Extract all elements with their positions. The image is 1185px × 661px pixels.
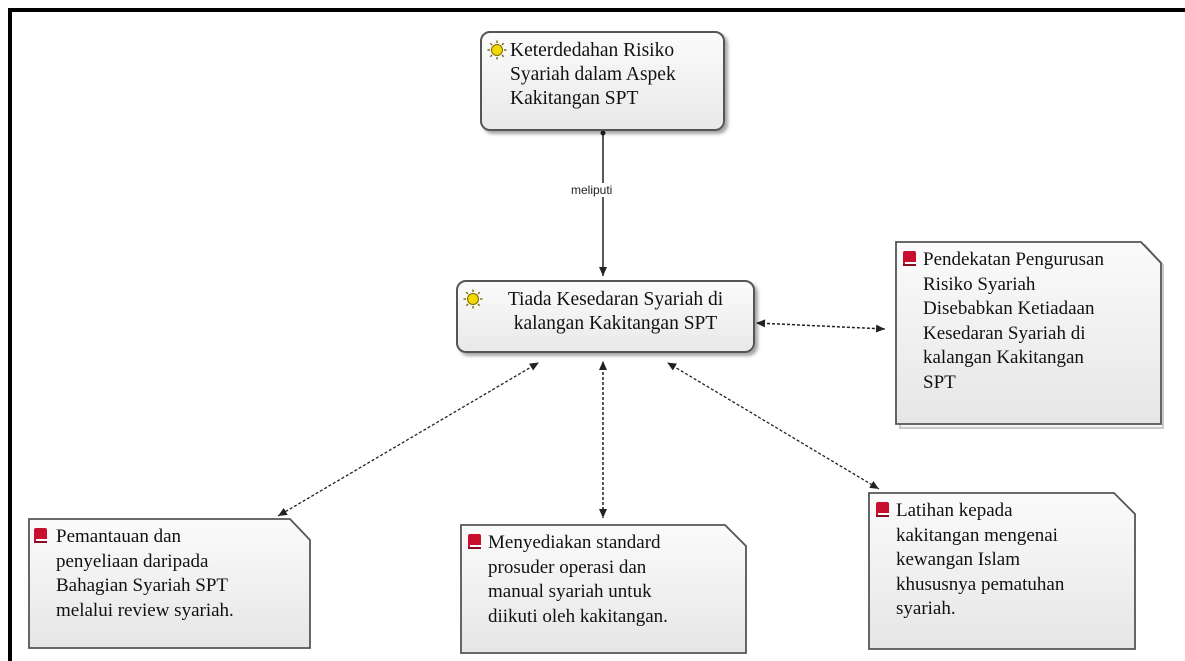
note-line: diikuti oleh kakitangan. (488, 605, 668, 627)
link-label-meliputi: meliputi (570, 183, 614, 197)
note-line: kewangan Islam (896, 549, 1020, 570)
book-icon (876, 502, 889, 517)
concept-top-line: Keterdedahan Risiko (510, 40, 675, 61)
note-line: khususnya pematuhan (896, 573, 1065, 595)
book-icon (903, 251, 916, 266)
note-shape (868, 492, 1136, 650)
note-line: kakitangan mengenai (896, 524, 1058, 546)
note-line: syariah. (896, 598, 956, 619)
diagram-frame (8, 8, 1185, 661)
note-shape (460, 524, 747, 654)
note-bottom-mid-text: Menyediakan standard prosuder operasi da… (488, 531, 734, 629)
concept-top-line: Syariah dalam Aspek (510, 64, 676, 85)
note-line: Menyediakan standard (488, 532, 661, 553)
concept-top[interactable]: Keterdedahan Risiko Syariah dalam Aspek … (480, 31, 725, 131)
note-line: manual syariah untuk (488, 581, 652, 602)
note-bottom-left-text: Pemantauan dan penyeliaan daripada Bahag… (56, 525, 299, 623)
note-line: Risiko Syariah (923, 273, 1036, 295)
lightbulb-icon (487, 40, 507, 60)
note-line: penyeliaan daripada (56, 550, 209, 572)
book-icon (34, 528, 47, 543)
link-center-to-bottom-left-note[interactable] (277, 362, 539, 517)
concept-center-text: Tiada Kesedaran Syariah di kalangan Kaki… (484, 288, 747, 336)
note-shape (28, 518, 311, 649)
concept-top-text: Keterdedahan Risiko Syariah dalam Aspek … (510, 39, 715, 111)
note-line: Latihan kepada (896, 500, 1013, 521)
note-line: Kesedaran Syariah di (923, 322, 1086, 344)
concept-top-line: Kakitangan SPT (510, 88, 639, 109)
link-center-to-right-note[interactable] (756, 319, 886, 333)
note-line: prosuder operasi dan (488, 556, 647, 578)
note-right[interactable]: Pendekatan Pengurusan Risiko Syariah Dis… (895, 241, 1165, 429)
note-bottom-mid[interactable]: Menyediakan standard prosuder operasi da… (460, 524, 748, 656)
note-line: Bahagian Syariah SPT (56, 575, 229, 596)
note-line: melalui review syariah. (56, 599, 234, 621)
note-right-text: Pendekatan Pengurusan Risiko Syariah Dis… (923, 248, 1151, 395)
concept-center-line: kalangan Kakitangan SPT (513, 313, 718, 334)
note-line: Disebabkan Ketiadaan (923, 298, 1095, 319)
link-center-to-bottom-right-note[interactable] (667, 362, 880, 490)
note-bottom-right-text: Latihan kepada kakitangan mengenai kewan… (896, 499, 1124, 622)
concept-center[interactable]: Tiada Kesedaran Syariah di kalangan Kaki… (456, 280, 755, 353)
lightbulb-icon (463, 289, 483, 309)
concept-center-line: Tiada Kesedaran Syariah di (507, 289, 724, 310)
note-line: Pemantauan dan (56, 526, 182, 547)
book-icon (468, 534, 481, 549)
note-bottom-left[interactable]: Pemantauan dan penyeliaan daripada Bahag… (28, 518, 313, 651)
note-line: Pendekatan Pengurusan (923, 249, 1104, 270)
note-line: kalangan Kakitangan (923, 347, 1084, 368)
note-shape (895, 241, 1164, 429)
note-line: SPT (923, 371, 956, 393)
link-top-origin-dot (600, 130, 606, 136)
note-bottom-right[interactable]: Latihan kepada kakitangan mengenai kewan… (868, 492, 1138, 652)
